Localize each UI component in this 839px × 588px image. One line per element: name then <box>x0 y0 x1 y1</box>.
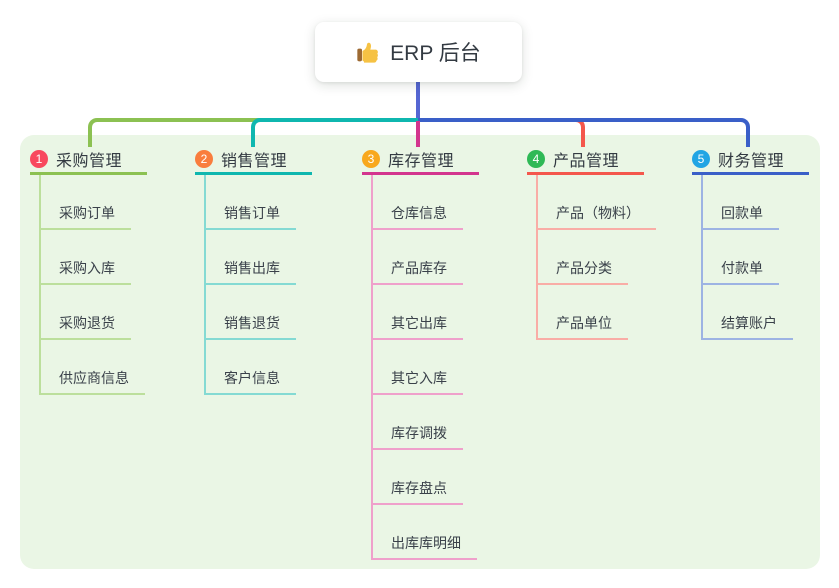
mindmap-child-node[interactable]: 采购订单 <box>41 175 147 230</box>
mindmap-child-node[interactable]: 出库库明细 <box>373 505 479 560</box>
mindmap-child-node[interactable]: 其它入库 <box>373 340 479 395</box>
branch-5-label: 财务管理 <box>718 153 785 170</box>
branch-finance-management: 5 财务管理 回款单 付款单 结算账户 <box>692 149 809 340</box>
mindmap-panel <box>20 135 820 569</box>
connector-root-stub <box>416 82 420 118</box>
branch-4-children: 产品（物料） 产品分类 产品单位 <box>536 175 656 340</box>
branch-purchase-management: 1 采购管理 采购订单 采购入库 采购退货 供应商信息 <box>30 149 147 395</box>
thumbs-up-icon <box>357 42 379 63</box>
branch-3-label: 库存管理 <box>388 153 455 170</box>
branch-2-title[interactable]: 2 销售管理 <box>195 149 312 175</box>
connector-branch-3 <box>416 121 420 147</box>
child-node-label[interactable]: 库存盘点 <box>373 478 463 505</box>
branch-5-children: 回款单 付款单 结算账户 <box>701 175 809 340</box>
mindmap-child-node[interactable]: 回款单 <box>703 175 809 230</box>
child-node-label[interactable]: 销售订单 <box>206 203 296 230</box>
mindmap-child-node[interactable]: 销售退货 <box>206 285 312 340</box>
child-node-label[interactable]: 回款单 <box>703 203 779 230</box>
mindmap-child-node[interactable]: 供应商信息 <box>41 340 147 395</box>
branch-5-title[interactable]: 5 财务管理 <box>692 149 809 175</box>
mindmap-child-node[interactable]: 销售出库 <box>206 230 312 285</box>
branch-3-badge: 3 <box>362 150 380 168</box>
branch-1-label: 采购管理 <box>56 153 123 170</box>
branch-2-label: 销售管理 <box>221 153 288 170</box>
branch-3-children: 仓库信息 产品库存 其它出库 其它入库 库存调拨 库存盘点 出库库明细 <box>371 175 479 560</box>
root-node-label: ERP 后台 <box>390 42 481 65</box>
child-node-label[interactable]: 库存调拨 <box>373 423 463 450</box>
child-node-label[interactable]: 销售退货 <box>206 313 296 340</box>
child-node-label[interactable]: 客户信息 <box>206 368 296 395</box>
branch-3-title[interactable]: 3 库存管理 <box>362 149 479 175</box>
mindmap-child-node[interactable]: 仓库信息 <box>373 175 479 230</box>
mindmap-child-node[interactable]: 客户信息 <box>206 340 312 395</box>
child-node-label[interactable]: 产品库存 <box>373 258 463 285</box>
branch-inventory-management: 3 库存管理 仓库信息 产品库存 其它出库 其它入库 库存调拨 库存盘点 出库库… <box>362 149 479 560</box>
branch-1-title[interactable]: 1 采购管理 <box>30 149 147 175</box>
mindmap-child-node[interactable]: 采购入库 <box>41 230 147 285</box>
child-node-label[interactable]: 其它入库 <box>373 368 463 395</box>
mindmap-child-node[interactable]: 销售订单 <box>206 175 312 230</box>
connector-branch-5 <box>418 118 750 147</box>
branch-5-badge: 5 <box>692 150 710 168</box>
child-node-label[interactable]: 采购入库 <box>41 258 131 285</box>
child-node-label[interactable]: 采购订单 <box>41 203 131 230</box>
mindmap-child-node[interactable]: 库存调拨 <box>373 395 479 450</box>
mindmap-child-node[interactable]: 结算账户 <box>703 285 809 340</box>
branch-1-children: 采购订单 采购入库 采购退货 供应商信息 <box>39 175 147 395</box>
mindmap-child-node[interactable]: 产品库存 <box>373 230 479 285</box>
child-node-label[interactable]: 结算账户 <box>703 313 793 340</box>
mindmap-child-node[interactable]: 其它出库 <box>373 285 479 340</box>
branch-2-children: 销售订单 销售出库 销售退货 客户信息 <box>204 175 312 395</box>
branch-product-management: 4 产品管理 产品（物料） 产品分类 产品单位 <box>527 149 656 340</box>
child-node-label[interactable]: 采购退货 <box>41 313 131 340</box>
child-node-label[interactable]: 产品分类 <box>538 258 628 285</box>
child-node-label[interactable]: 其它出库 <box>373 313 463 340</box>
child-node-label[interactable]: 出库库明细 <box>373 533 477 560</box>
mindmap-child-node[interactable]: 产品（物料） <box>538 175 656 230</box>
child-node-label[interactable]: 产品单位 <box>538 313 628 340</box>
mindmap-child-node[interactable]: 付款单 <box>703 230 809 285</box>
mindmap-child-node[interactable]: 库存盘点 <box>373 450 479 505</box>
branch-2-badge: 2 <box>195 150 213 168</box>
child-node-label[interactable]: 产品（物料） <box>538 203 656 230</box>
branch-sales-management: 2 销售管理 销售订单 销售出库 销售退货 客户信息 <box>195 149 312 395</box>
branch-4-label: 产品管理 <box>553 153 620 170</box>
connector-branch-2 <box>251 118 418 147</box>
branch-4-title[interactable]: 4 产品管理 <box>527 149 644 175</box>
child-node-label[interactable]: 供应商信息 <box>41 368 145 395</box>
root-node[interactable]: ERP 后台 <box>315 22 522 82</box>
mindmap-child-node[interactable]: 产品单位 <box>538 285 644 340</box>
mindmap-child-node[interactable]: 产品分类 <box>538 230 644 285</box>
child-node-label[interactable]: 仓库信息 <box>373 203 463 230</box>
child-node-label[interactable]: 销售出库 <box>206 258 296 285</box>
child-node-label[interactable]: 付款单 <box>703 258 779 285</box>
branch-1-badge: 1 <box>30 150 48 168</box>
mindmap-child-node[interactable]: 采购退货 <box>41 285 147 340</box>
branch-4-badge: 4 <box>527 150 545 168</box>
